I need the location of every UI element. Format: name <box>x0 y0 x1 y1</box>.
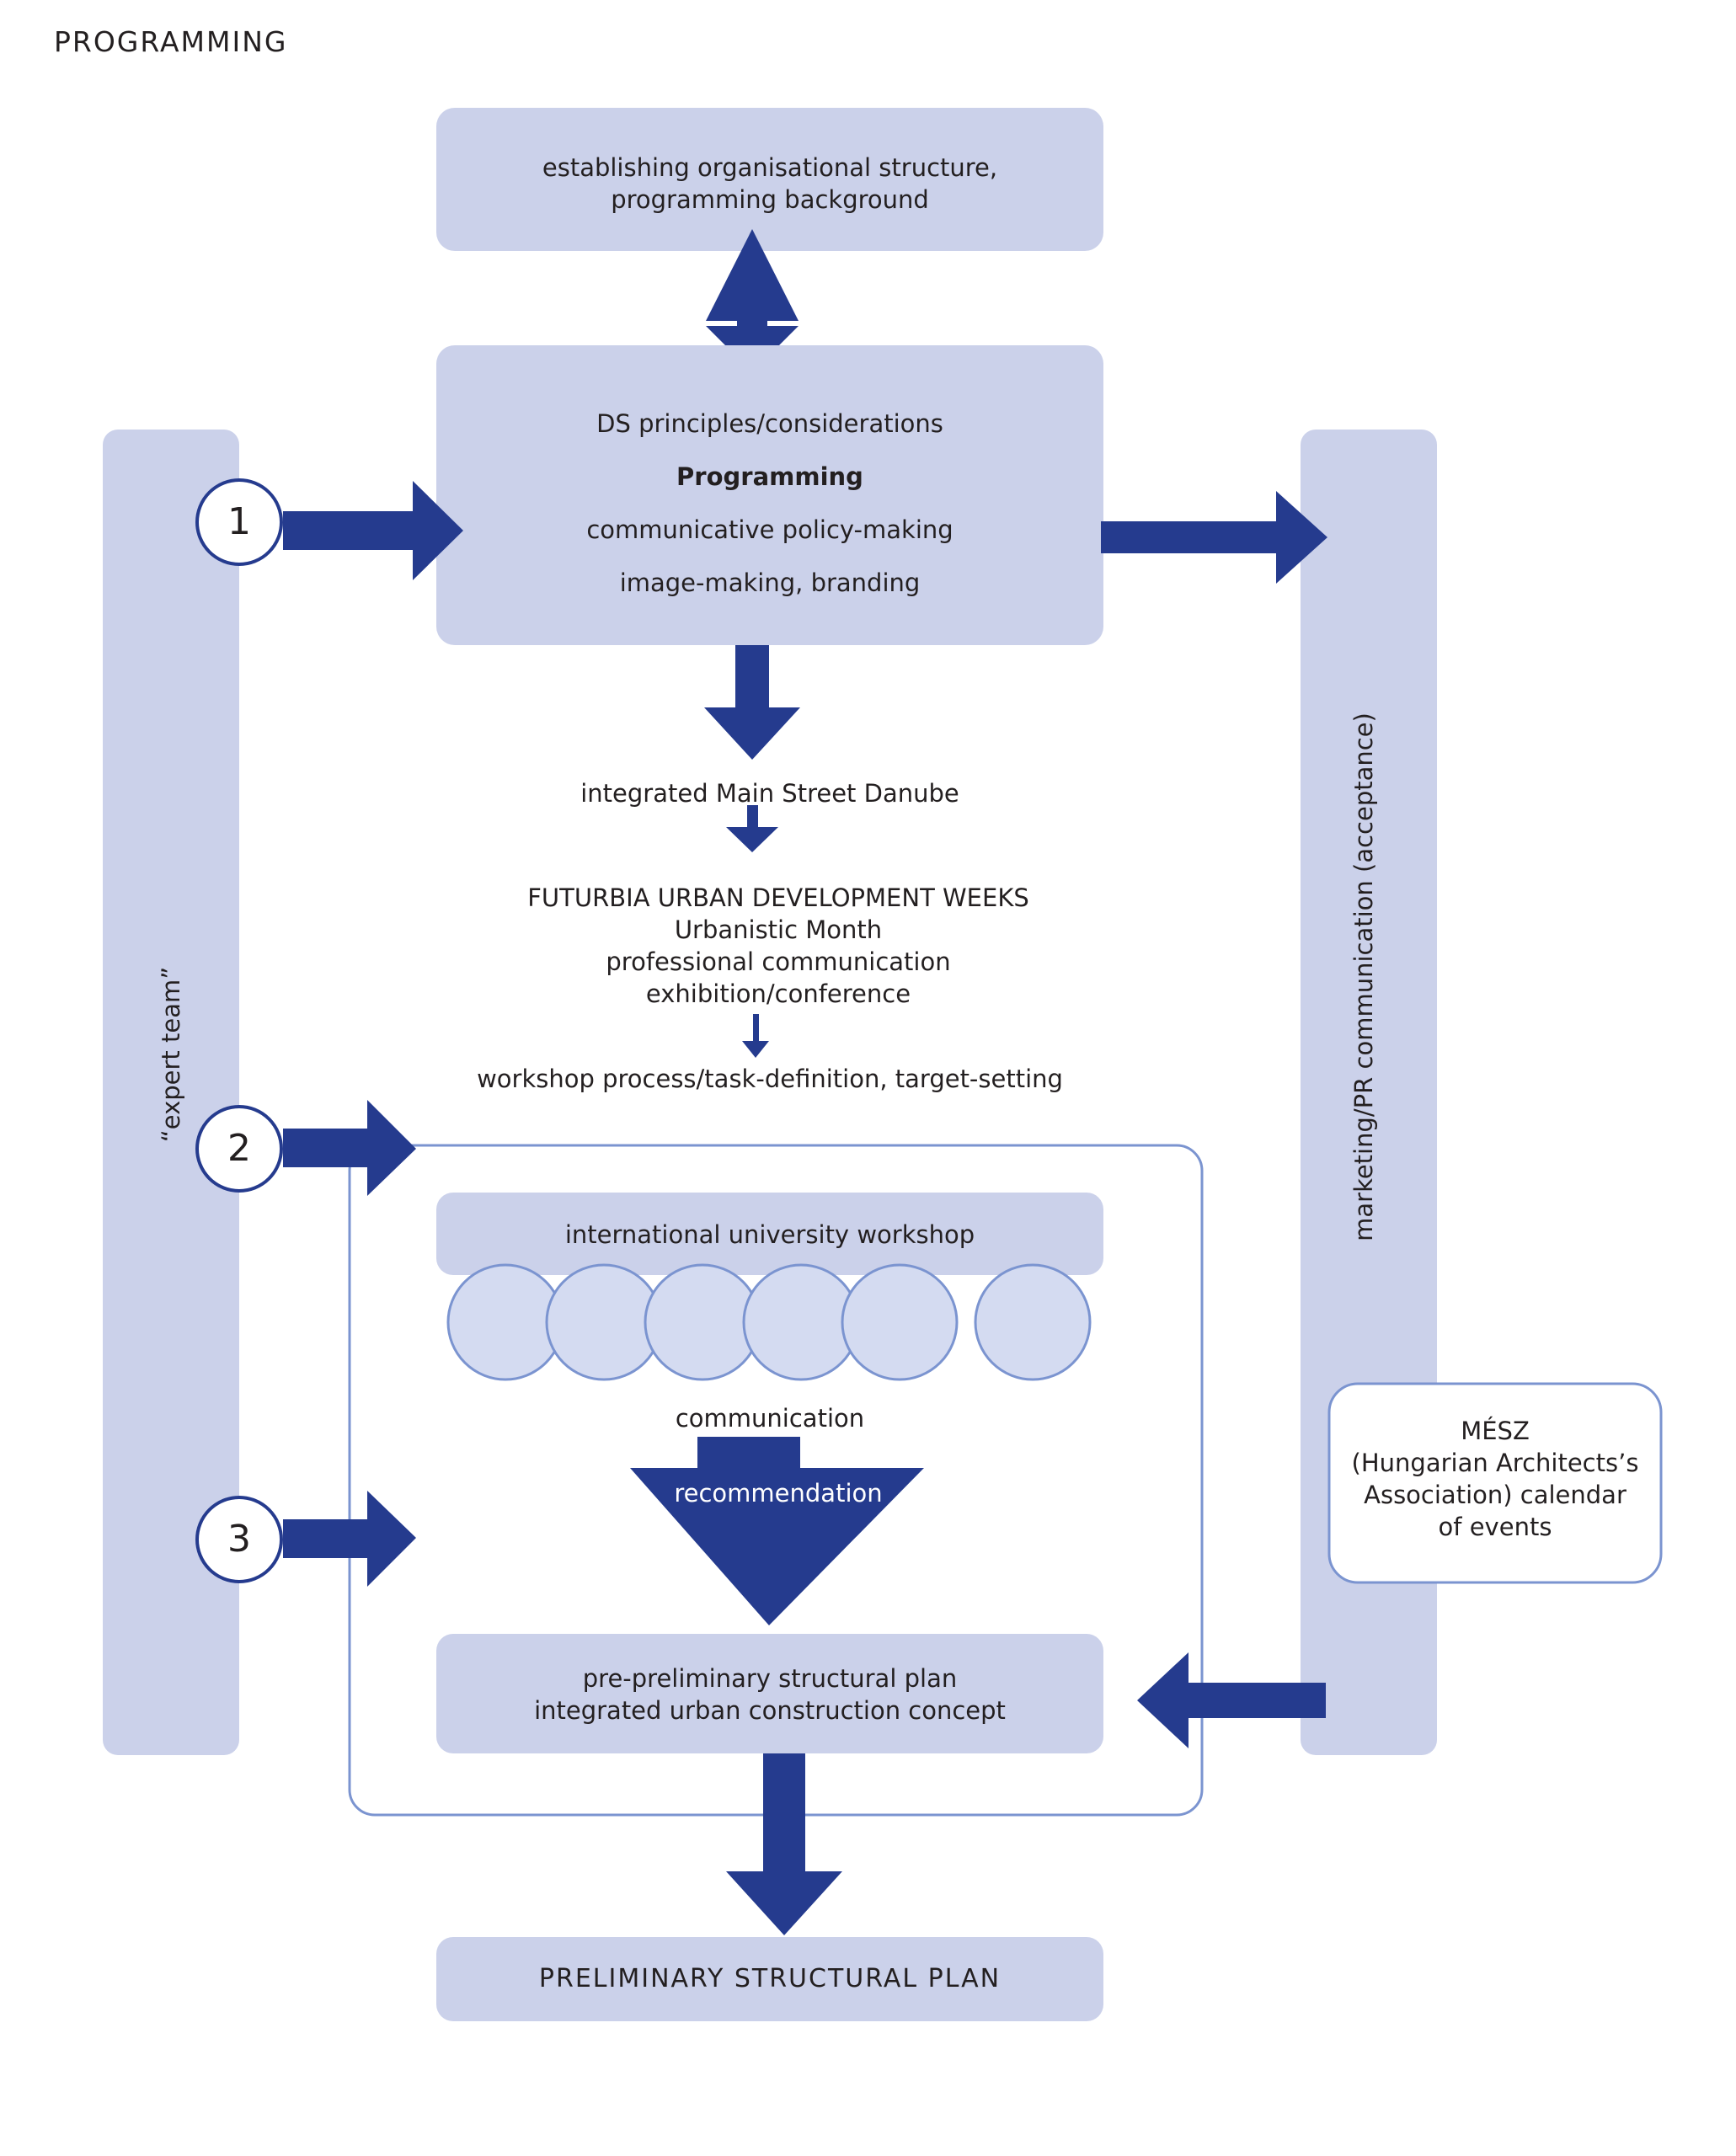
top-box-line: programming background <box>611 185 929 214</box>
workshop-label: international university workshop <box>564 1220 975 1249</box>
arrow-down-icon <box>726 1753 842 1935</box>
top-box <box>436 108 1103 251</box>
workshop-circles <box>446 1263 1092 1381</box>
communication-label: communication <box>675 1404 865 1433</box>
futurbia-line: exhibition/conference <box>645 979 911 1008</box>
arrow-down-icon <box>704 645 800 760</box>
futurbia-line: FUTURBIA URBAN DEVELOPMENT WEEKS <box>527 883 1029 912</box>
mesz-line: (Hungarian Architects’s <box>1351 1449 1639 1477</box>
arrow-right-icon <box>283 1100 416 1196</box>
futurbia-line: Urbanistic Month <box>674 915 883 944</box>
step-circle <box>195 478 283 566</box>
diagram-title: PROGRAMMING <box>54 25 288 58</box>
arrow-right-icon <box>1101 491 1327 584</box>
mesz-box <box>1327 1382 1663 1584</box>
center-line-programming: Programming <box>676 462 863 491</box>
top-box-line: establishing organisational structure, <box>542 153 998 182</box>
marketing-label: marketing/PR communication (acceptance) <box>1349 712 1378 1241</box>
recommendation-funnel-icon <box>630 1437 924 1625</box>
workshop-box <box>436 1193 1103 1275</box>
mesz-line: MÉSZ <box>1461 1417 1530 1445</box>
pre-plan-box <box>436 1634 1103 1753</box>
double-arrow-icon <box>706 229 799 372</box>
arrow-right-icon <box>283 481 463 580</box>
step-circle <box>195 1496 283 1583</box>
workshop-circle <box>974 1263 1092 1381</box>
center-box <box>436 345 1103 645</box>
arrow-right-icon <box>283 1491 416 1587</box>
main-street-label: integrated Main Street Danube <box>580 779 959 808</box>
futurbia-line: professional communication <box>606 947 951 976</box>
recommendation-label: recommendation <box>674 1479 883 1508</box>
arrow-down-small-icon <box>726 805 778 852</box>
workshop-process-label: workshop process/task-definition, target… <box>477 1065 1063 1093</box>
pre-plan-line: integrated urban construction concept <box>534 1696 1006 1725</box>
final-plan-label: PRELIMINARY STRUCTURAL PLAN <box>538 1964 1002 1993</box>
mesz-line: of events <box>1438 1513 1552 1541</box>
mesz-line: Association) calendar <box>1364 1481 1626 1509</box>
center-line-principles: DS principles/considerations <box>596 409 943 438</box>
workshop-circle <box>841 1263 959 1381</box>
center-line-policy: communicative policy-making <box>586 515 953 544</box>
arrow-down-thin-icon <box>742 1014 769 1058</box>
pre-plan-line: pre-preliminary structural plan <box>582 1664 958 1693</box>
final-box <box>436 1937 1103 2021</box>
step-number: 1 <box>227 500 251 543</box>
expert-team-label: “expert team” <box>157 966 185 1143</box>
step-number: 2 <box>227 1127 251 1170</box>
step-number: 3 <box>227 1518 251 1561</box>
expert-team-bar <box>103 430 239 1755</box>
arrow-left-icon <box>1137 1652 1326 1748</box>
center-line-branding: image-making, branding <box>619 568 921 597</box>
step-circle <box>195 1105 283 1193</box>
